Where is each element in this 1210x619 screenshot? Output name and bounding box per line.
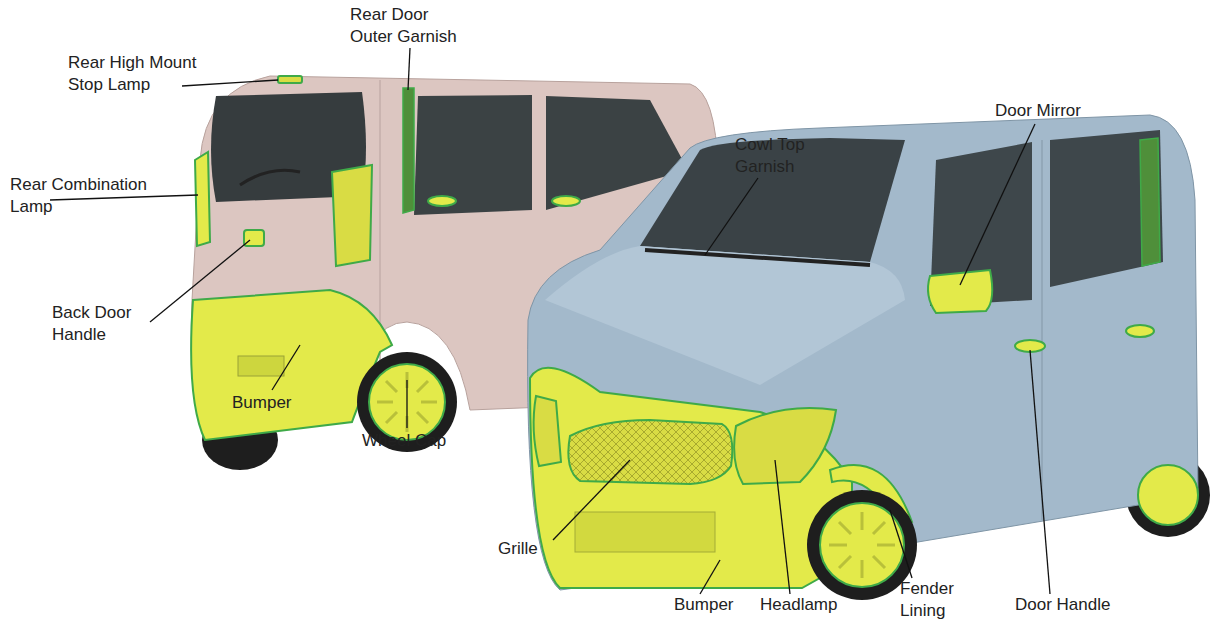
leader-lines — [50, 48, 1050, 594]
part-label: Wheel Cap — [362, 430, 446, 452]
part-label: Bumper — [232, 392, 292, 414]
part-label: Cowl Top Garnish — [735, 134, 820, 178]
part-label: Door Handle — [1015, 594, 1110, 616]
part-label: Rear High Mount Stop Lamp — [68, 52, 208, 96]
part-label: Bumper — [674, 594, 734, 616]
part-label: Rear Door Outer Garnish — [350, 4, 468, 48]
part-label: Rear Combination Lamp — [10, 174, 170, 218]
part-label: Fender Lining — [900, 578, 970, 619]
part-label: Door Mirror — [995, 100, 1081, 122]
part-label: Grille — [498, 538, 538, 560]
front-car — [528, 115, 1210, 600]
part-label: Back Door Handle — [52, 302, 152, 346]
part-label: Headlamp — [760, 594, 838, 616]
